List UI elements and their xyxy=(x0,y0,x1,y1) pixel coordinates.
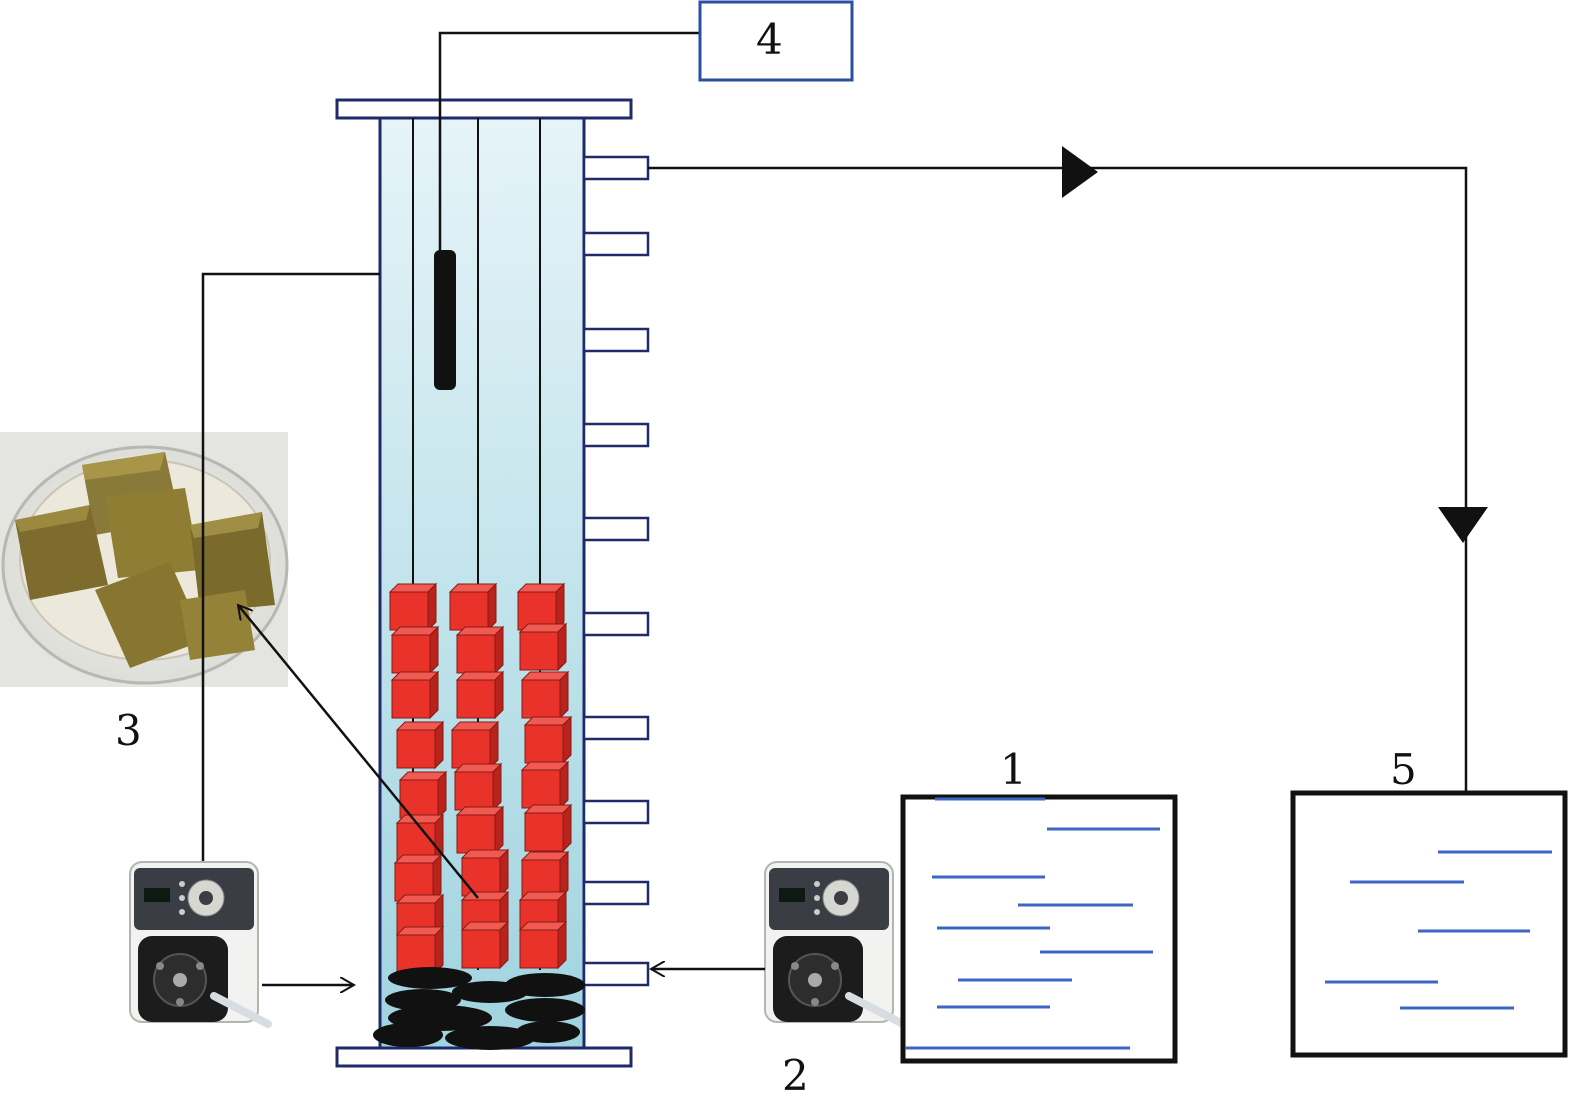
label-5: 5 xyxy=(1390,745,1417,794)
carrier-cube xyxy=(395,813,445,863)
flow-direction-triangle xyxy=(1062,146,1098,198)
label-1: 1 xyxy=(1000,745,1027,794)
peristaltic-pump-left xyxy=(129,861,272,1028)
carrier-cube xyxy=(520,760,570,810)
sampling-ports xyxy=(582,155,650,987)
probe-icon xyxy=(434,250,456,390)
sampling-port xyxy=(582,516,650,542)
carrier-cube xyxy=(523,803,573,853)
column-bottom-flange xyxy=(335,1046,633,1068)
disc xyxy=(505,998,585,1022)
carrier-cube xyxy=(455,670,505,720)
carrier-cube xyxy=(450,720,500,770)
label-2: 2 xyxy=(782,1051,809,1097)
sponge-cube xyxy=(105,488,200,578)
sponge-cube xyxy=(15,505,108,600)
carrier-cube xyxy=(395,720,445,770)
disc xyxy=(388,967,472,989)
disc xyxy=(445,1026,535,1050)
carrier-cube xyxy=(520,850,570,900)
label-3: 3 xyxy=(115,706,142,755)
sensor-probe xyxy=(434,31,700,390)
carrier-cube xyxy=(390,625,440,675)
sampling-port xyxy=(582,799,650,825)
carrier-cube xyxy=(455,805,505,855)
disc xyxy=(373,1023,443,1047)
carrier-cube xyxy=(460,920,510,970)
disc xyxy=(516,1021,580,1043)
zoom-arrow xyxy=(238,605,479,899)
sponge-cube xyxy=(180,590,255,660)
tank-5-water xyxy=(1325,850,1552,1010)
sponge-cube xyxy=(95,562,205,668)
carrier-cube xyxy=(516,582,566,632)
peristaltic-pump-right xyxy=(764,861,907,1028)
carrier-cube xyxy=(520,670,570,720)
sampling-port xyxy=(582,327,650,353)
flow-direction-triangle xyxy=(1438,507,1488,543)
carrier-cube xyxy=(518,920,568,970)
carrier-cube xyxy=(453,762,503,812)
carrier-cube xyxy=(398,770,448,820)
label-4: 4 xyxy=(756,15,783,64)
carrier-cube xyxy=(455,625,505,675)
sampling-port xyxy=(582,961,650,987)
bottom-discs xyxy=(373,967,585,1050)
carrier-cube xyxy=(518,622,568,672)
carrier-cubes xyxy=(388,582,573,975)
sampling-port xyxy=(582,611,650,637)
carrier-cube xyxy=(448,582,498,632)
sampling-port xyxy=(582,231,650,257)
sampling-port xyxy=(582,880,650,906)
carrier-cube xyxy=(523,715,573,765)
carrier-cube xyxy=(395,925,445,975)
sampling-port xyxy=(582,422,650,448)
carrier-cube xyxy=(460,848,510,898)
carrier-cube xyxy=(390,670,440,720)
disc xyxy=(452,981,528,1003)
carrier-cube xyxy=(393,853,443,903)
sponge-cube xyxy=(190,512,275,612)
tank-5 xyxy=(1290,790,1568,1058)
recirculation-line xyxy=(201,272,380,862)
tank-1-water xyxy=(905,797,1160,1050)
carrier-cube xyxy=(388,582,438,632)
sampling-port xyxy=(582,715,650,741)
sponge-photo xyxy=(0,432,289,687)
column-top-flange xyxy=(335,98,633,120)
effluent-line xyxy=(648,166,1468,793)
sampling-port xyxy=(582,155,650,181)
box-4 xyxy=(698,0,854,82)
